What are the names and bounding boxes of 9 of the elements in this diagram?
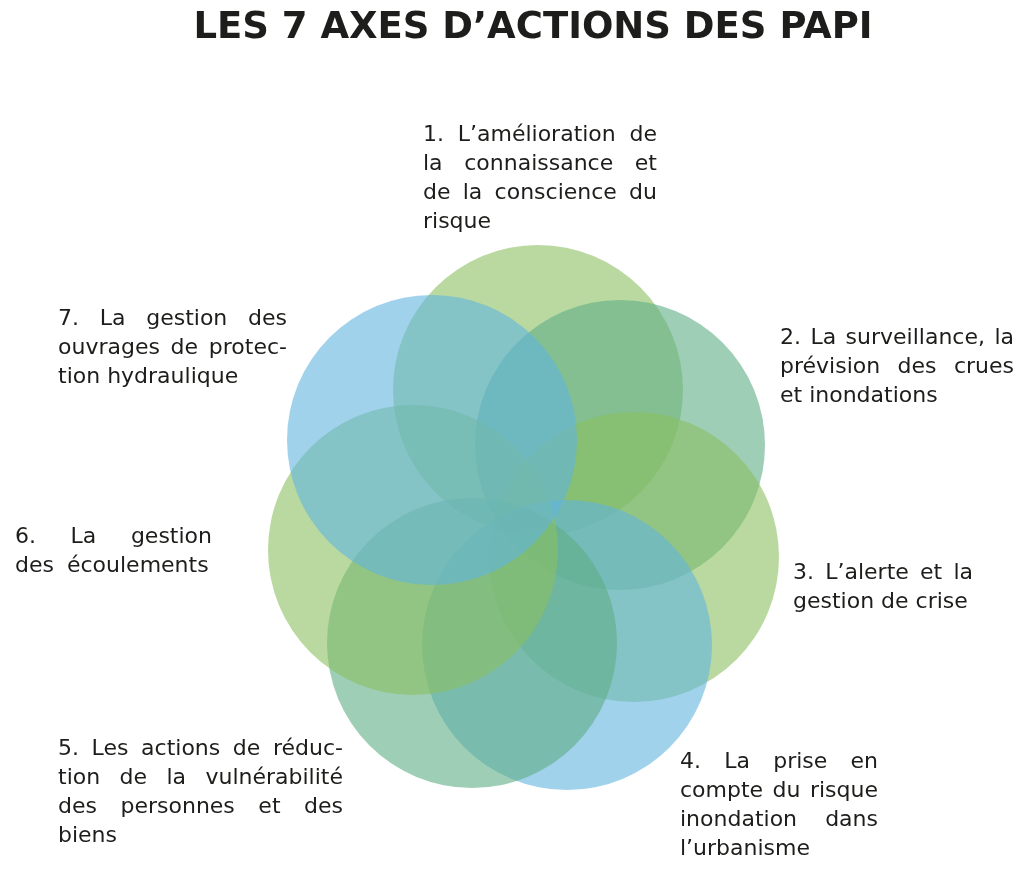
- circle-label: 4. La prise en compte du risque inondation dans l’urbanisme: [680, 747, 878, 862]
- circle-label: 2. La surveillance, la prévision des crues et inondations: [780, 323, 1014, 409]
- circle-label: 5. Les actions de réduc- tion de la vulnérabilité des personnes et des biens: [58, 734, 343, 849]
- circle-label: 7. La gestion des ouvrages de protec- tion hydraulique: [58, 304, 287, 390]
- circle-label: 6. La gestion des écoulements: [15, 522, 212, 579]
- circle-label: 3. L’alerte et la gestion de crise: [793, 558, 973, 615]
- circle: [287, 295, 577, 585]
- title: LES 7 AXES D’ACTIONS DES PAPI: [193, 4, 873, 48]
- circle-label: 1. L’amélioration de la connaissance et de la conscience du risque: [423, 120, 657, 235]
